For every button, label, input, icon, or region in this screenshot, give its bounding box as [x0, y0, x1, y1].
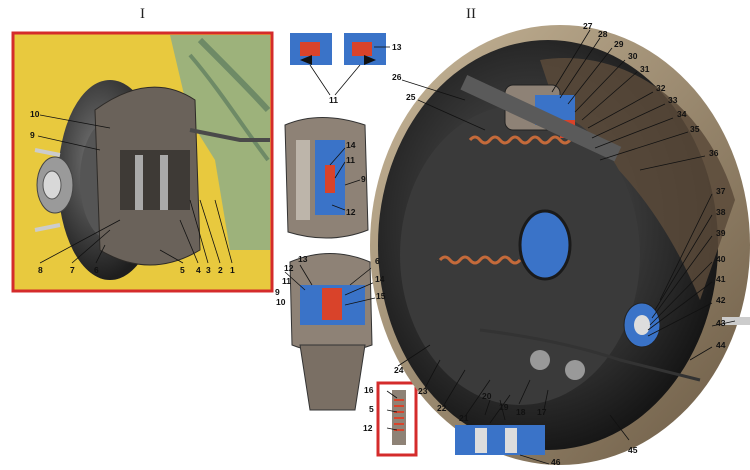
callout-31: 31 [640, 64, 650, 74]
callout-5-c: 5 [369, 404, 374, 414]
callout-9-b: 9 [361, 174, 366, 184]
callout-6: 6 [94, 265, 99, 275]
callout-14-a: 14 [346, 140, 356, 150]
callout-12-b: 12 [284, 263, 294, 273]
callout-16: 16 [364, 385, 374, 395]
callout-24: 24 [394, 365, 404, 375]
callout-26: 26 [392, 72, 402, 82]
callout-32: 32 [656, 83, 666, 93]
callout-37: 37 [716, 186, 726, 196]
spring-detail-inset [376, 381, 418, 457]
callout-14-b: 14 [375, 274, 385, 284]
caliper-section-a [284, 117, 369, 239]
callout-8: 8 [38, 265, 43, 275]
callout-36: 36 [709, 148, 719, 158]
callout-7: 7 [70, 265, 75, 275]
callout-29: 29 [614, 39, 624, 49]
callout-3: 3 [206, 265, 211, 275]
section-label-front: I [140, 6, 145, 22]
callout-4: 4 [196, 265, 201, 275]
callout-11-c: 11 [282, 276, 291, 286]
callout-15: 15 [376, 291, 386, 301]
callout-20: 20 [482, 391, 492, 401]
callout-44: 44 [716, 340, 726, 350]
callout-34: 34 [677, 109, 687, 119]
callout-12-a: 12 [346, 207, 356, 217]
callout-21: 21 [459, 413, 469, 423]
callout-23: 23 [418, 386, 428, 396]
callout-45: 45 [628, 445, 638, 455]
callout-12-c: 12 [363, 423, 373, 433]
piston-arrow-insets [290, 33, 390, 96]
callout-46: 46 [551, 457, 561, 467]
callout-27: 27 [583, 21, 593, 31]
callout-11-a: 11 [329, 95, 338, 105]
callout-11-b: 11 [346, 155, 355, 165]
callout-42: 42 [716, 295, 726, 305]
callout-38: 38 [716, 207, 726, 217]
callout-9-c: 9 [275, 287, 280, 297]
callout-43: 43 [716, 318, 726, 328]
callout-13-a: 13 [392, 42, 402, 52]
callout-33: 33 [668, 95, 678, 105]
callout-25: 25 [406, 92, 416, 102]
callout-10: 10 [30, 109, 40, 119]
callout-22: 22 [437, 403, 447, 413]
callout-19: 19 [499, 402, 509, 412]
callout-1: 1 [230, 265, 235, 275]
callout-35: 35 [690, 124, 700, 134]
front-disc-brake-panel [11, 31, 274, 293]
callout-2: 2 [218, 265, 223, 275]
rear-drum-brake [370, 25, 750, 465]
caliper-section-b [284, 253, 376, 411]
callout-30: 30 [628, 51, 638, 61]
callout-41: 41 [716, 274, 726, 284]
callout-17: 17 [537, 407, 547, 417]
callout-13-b: 13 [298, 254, 308, 264]
callout-40: 40 [716, 254, 726, 264]
callout-39: 39 [716, 228, 726, 238]
callout-9: 9 [30, 130, 35, 140]
callout-10-c: 10 [276, 297, 286, 307]
callout-18: 18 [516, 407, 526, 417]
callout-28: 28 [598, 29, 608, 39]
callout-6-b: 6 [375, 256, 380, 266]
section-label-rear: II [466, 6, 476, 22]
callout-5: 5 [180, 265, 185, 275]
